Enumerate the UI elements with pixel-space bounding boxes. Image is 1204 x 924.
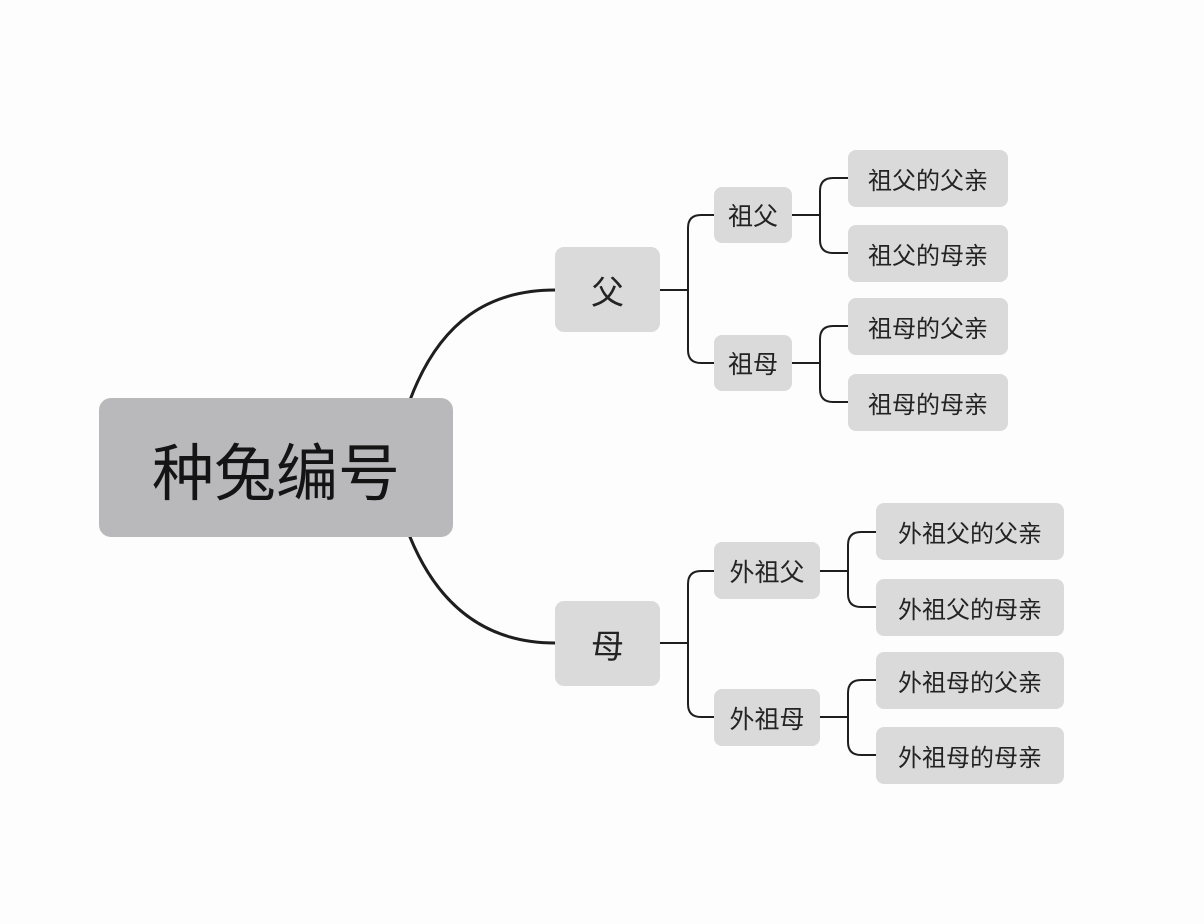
edge-root-father xyxy=(408,288,557,402)
node-father-label: 父 xyxy=(591,272,624,312)
edge-grandmother-father xyxy=(819,325,849,364)
node-grandfather-mother[interactable]: 祖父的母亲 xyxy=(848,225,1008,282)
edge-grandfather-mother xyxy=(819,214,849,254)
node-maternal-grandfather-father-label: 外祖父的父亲 xyxy=(898,520,1042,548)
edge-mother-grandmother xyxy=(687,642,715,718)
edge-maternal-grandfather-mother xyxy=(847,570,877,608)
node-maternal-grandfather-mother[interactable]: 外祖父的母亲 xyxy=(876,579,1064,636)
node-father[interactable]: 父 xyxy=(555,247,660,332)
node-grandfather-label: 祖父 xyxy=(727,202,778,231)
edge-grandfather-father xyxy=(819,177,849,216)
edge-grandmother-mother xyxy=(819,362,849,403)
node-maternal-grandfather-mother-label: 外祖父的母亲 xyxy=(898,596,1042,624)
edge-father-grandmother xyxy=(687,289,715,364)
edge-maternal-grandmother-mother xyxy=(847,716,877,756)
node-maternal-grandmother-father[interactable]: 外祖母的父亲 xyxy=(876,652,1064,709)
node-grandfather[interactable]: 祖父 xyxy=(714,187,792,243)
node-mother[interactable]: 母 xyxy=(555,601,660,686)
node-maternal-grandmother[interactable]: 外祖母 xyxy=(714,689,820,746)
node-maternal-grandfather[interactable]: 外祖父 xyxy=(714,542,820,599)
node-grandfather-mother-label: 祖父的母亲 xyxy=(868,242,988,270)
root-node[interactable]: 种兔编号 xyxy=(99,398,453,537)
node-maternal-grandmother-mother-label: 外祖母的母亲 xyxy=(898,744,1042,772)
edge-maternal-grandmother-father xyxy=(847,679,877,718)
edge-father-grandfather xyxy=(687,214,715,291)
edge-mother-grandfather xyxy=(687,570,715,644)
node-mother-label: 母 xyxy=(591,626,624,666)
node-grandfather-father[interactable]: 祖父的父亲 xyxy=(848,150,1008,207)
edge-root-mother xyxy=(408,535,557,645)
node-maternal-grandfather-label: 外祖父 xyxy=(729,557,805,587)
root-label: 种兔编号 xyxy=(151,436,400,510)
node-grandmother-mother-label: 祖母的母亲 xyxy=(868,391,988,419)
node-grandfather-father-label: 祖父的父亲 xyxy=(868,167,988,195)
node-grandmother-father[interactable]: 祖母的父亲 xyxy=(848,298,1008,355)
node-maternal-grandfather-father[interactable]: 外祖父的父亲 xyxy=(876,503,1064,560)
node-grandmother[interactable]: 祖母 xyxy=(714,335,792,391)
node-maternal-grandmother-mother[interactable]: 外祖母的母亲 xyxy=(876,727,1064,784)
node-grandmother-father-label: 祖母的父亲 xyxy=(868,315,988,343)
node-maternal-grandmother-father-label: 外祖母的父亲 xyxy=(898,669,1042,697)
node-grandmother-mother[interactable]: 祖母的母亲 xyxy=(848,374,1008,431)
edge-maternal-grandfather-father xyxy=(847,531,877,572)
node-maternal-grandmother-label: 外祖母 xyxy=(729,704,805,734)
node-grandmother-label: 祖母 xyxy=(727,350,778,379)
